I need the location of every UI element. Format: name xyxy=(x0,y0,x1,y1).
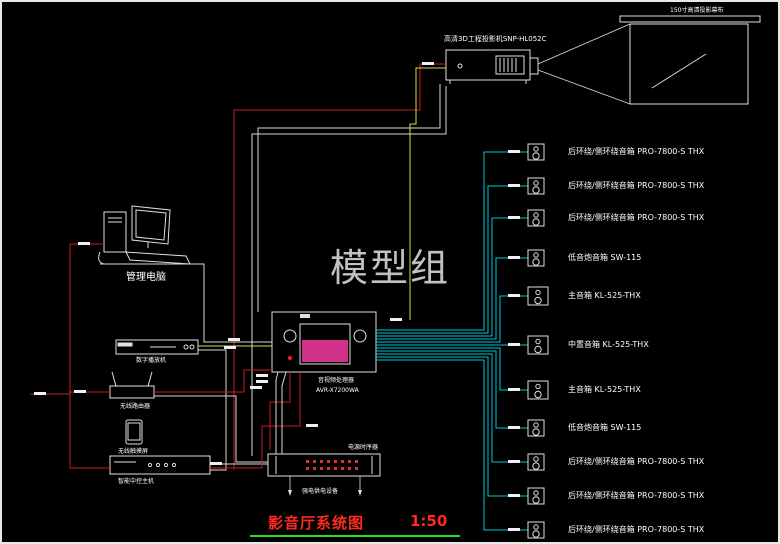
speaker-label: 后环绕/侧环绕音箱 PRO-7800-S THX xyxy=(568,181,705,190)
power-note: 强电供电设备 xyxy=(302,488,339,495)
processor-label: 音视频处理器 xyxy=(318,377,355,384)
player-label: 数字播放机 xyxy=(136,357,167,364)
processor-model: AVR-X7200WA xyxy=(316,387,359,394)
sequencer-led xyxy=(313,460,316,463)
player-device xyxy=(115,339,199,355)
wire-tag xyxy=(390,318,402,321)
projector-device xyxy=(445,49,539,84)
speaker-label: 低音炮音箱 SW-115 xyxy=(568,253,642,262)
speaker-icon xyxy=(527,380,549,400)
speaker-wire xyxy=(376,356,528,497)
speaker-icon xyxy=(527,335,549,355)
speaker-icon xyxy=(527,177,545,195)
wire-tag xyxy=(508,528,520,531)
sequencer-led xyxy=(334,467,337,470)
sequencer-led xyxy=(341,467,344,470)
wire-tag xyxy=(74,390,86,393)
sequencer-led xyxy=(341,460,344,463)
computer-device xyxy=(98,205,191,265)
wire-tag xyxy=(508,150,520,153)
speaker-label: 低音炮音箱 SW-115 xyxy=(568,423,642,432)
speaker-label: 后环绕/侧环绕音箱 PRO-7800-S THX xyxy=(568,525,705,534)
wire-tag xyxy=(508,426,520,429)
sequencer-led xyxy=(306,460,309,463)
sequencer-led xyxy=(327,467,330,470)
page-title: 影音厅系统图 xyxy=(268,514,365,532)
sequencer-led xyxy=(313,467,316,470)
wire-tag xyxy=(34,392,46,395)
screen-label: 150寸高清投影幕布 xyxy=(670,7,724,14)
projection-screen xyxy=(619,15,761,105)
wire-tag xyxy=(508,494,520,497)
power-sequencer-device xyxy=(267,453,381,496)
sequencer-led xyxy=(320,467,323,470)
power-label: 电源时序器 xyxy=(348,444,379,451)
wire-tag xyxy=(508,343,520,346)
sequencer-led xyxy=(306,467,309,470)
wire-tag xyxy=(508,256,520,259)
speaker-icon xyxy=(527,487,545,505)
av-processor-device xyxy=(271,311,377,373)
tablet-label: 无线触摸屏 xyxy=(118,448,149,455)
scale-label: 1:50 xyxy=(410,512,448,530)
speaker-wire xyxy=(376,151,528,331)
wire-tag xyxy=(256,380,268,383)
wire-tag xyxy=(250,386,262,389)
sequencer-led xyxy=(320,460,323,463)
speaker-label: 后环绕/侧环绕音箱 PRO-7800-S THX xyxy=(568,457,705,466)
wire-tag xyxy=(256,374,268,377)
wire-tag xyxy=(210,462,222,465)
wire-tag xyxy=(508,216,520,219)
speaker-label: 后环绕/侧环绕音箱 PRO-7800-S THX xyxy=(568,213,705,222)
sequencer-led xyxy=(355,467,358,470)
speaker-icon xyxy=(527,453,545,471)
speaker-icon xyxy=(527,286,549,306)
sequencer-led xyxy=(348,460,351,463)
sequencer-led xyxy=(334,460,337,463)
computer-label: 管理电脑 xyxy=(126,272,166,283)
sequencer-led xyxy=(348,467,351,470)
speaker-wire xyxy=(376,353,528,463)
speaker-label: 主音箱 KL-525-THX xyxy=(568,291,641,300)
wires xyxy=(30,63,528,531)
wire-tag xyxy=(508,460,520,463)
speaker-icon xyxy=(527,249,545,267)
wire-tag xyxy=(228,338,240,341)
tablet-device xyxy=(125,419,143,445)
projector-label: 高清3D工程投影机SNP-HL052C xyxy=(444,35,547,43)
wire-tag xyxy=(422,62,434,65)
wire-tag xyxy=(508,294,520,297)
speaker-label: 中置音箱 KL-525-THX xyxy=(568,340,649,349)
sequencer-led xyxy=(355,460,358,463)
projection-beam xyxy=(537,23,631,105)
controller-label: 智能中控主机 xyxy=(118,478,155,485)
wire-tag xyxy=(224,346,236,349)
wire-tags xyxy=(34,62,520,531)
wire-tag xyxy=(508,184,520,187)
speaker-icon xyxy=(527,419,545,437)
wire-tag xyxy=(306,424,318,427)
speaker-label: 后环绕/侧环绕音箱 PRO-7800-S THX xyxy=(568,491,705,500)
title-underline xyxy=(250,535,460,537)
speaker-wire xyxy=(376,359,528,531)
speaker-icon xyxy=(527,209,545,227)
router-label: 无线路由器 xyxy=(120,403,151,410)
speaker-label: 后环绕/侧环绕音箱 PRO-7800-S THX xyxy=(568,147,705,156)
controller-device xyxy=(109,455,211,475)
sequencer-led xyxy=(327,460,330,463)
wire-tag xyxy=(78,242,90,245)
router-device xyxy=(109,371,155,399)
speaker-label: 主音箱 KL-525-THX xyxy=(568,385,641,394)
speaker-icon xyxy=(527,521,545,539)
wire-tag xyxy=(508,388,520,391)
speaker-icon xyxy=(527,143,545,161)
watermark: 模型组 xyxy=(330,246,451,290)
